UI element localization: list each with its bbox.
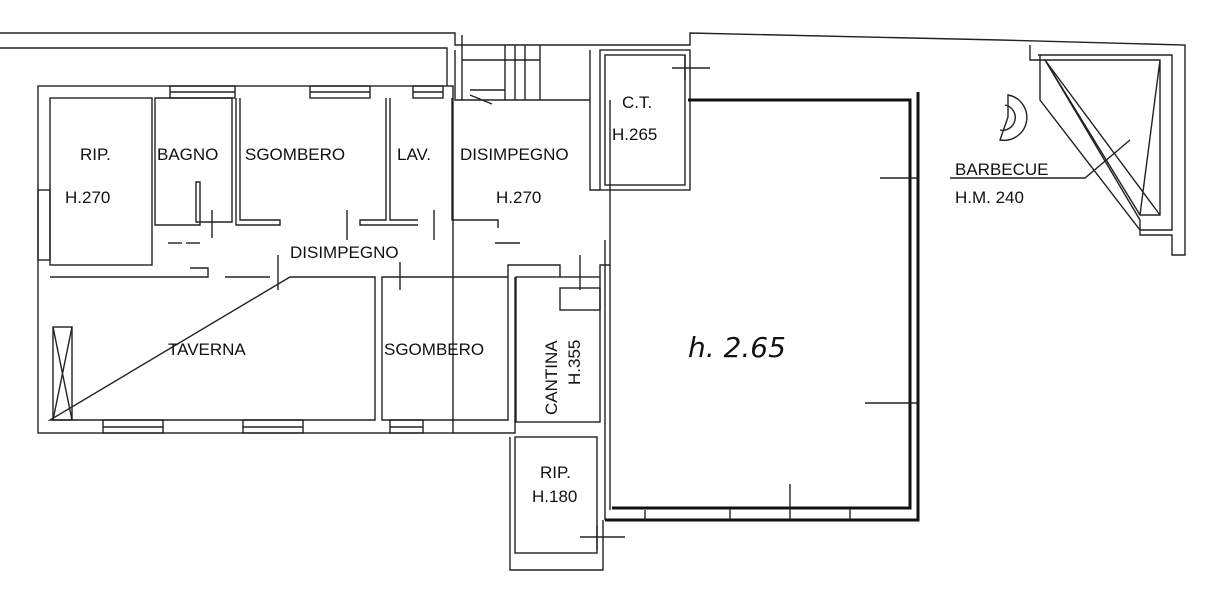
walls-left-block [37, 35, 610, 434]
label-barbecue: BARBECUE [955, 160, 1049, 179]
windows [37, 85, 444, 434]
room-height-disimpegno: H.270 [496, 188, 541, 207]
room-label-sgombero: SGOMBERO [245, 145, 345, 164]
room-label-disimpegno: DISIMPEGNO [460, 145, 569, 164]
room-height-rip-bottom: H.180 [532, 487, 577, 506]
room-label-sgombero-bottom: SGOMBERO [384, 340, 484, 359]
room-height-ct: H.265 [612, 125, 657, 144]
room-label-disimpegno-mid: DISIMPEGNO [290, 243, 399, 262]
room-label-rip-bottom: RIP. [540, 463, 571, 482]
room-label-ct: C.T. [622, 93, 652, 112]
room-height-cantina: H.355 [565, 340, 584, 385]
room-label-taverna: TAVERNA [168, 340, 246, 359]
barbecue-symbol [950, 94, 1131, 179]
room-height-large: h. 2.65 [688, 331, 786, 364]
room-label-lav: LAV. [397, 145, 431, 164]
height-barbecue: H.M. 240 [955, 188, 1024, 207]
room-label-rip: RIP. [80, 145, 111, 164]
room-label-cantina: CANTINA [542, 340, 561, 415]
walls-right-block [509, 49, 920, 571]
room-height-rip: H.270 [65, 188, 110, 207]
boundary-walls [0, 32, 1186, 256]
room-label-bagno: BAGNO [157, 145, 218, 164]
